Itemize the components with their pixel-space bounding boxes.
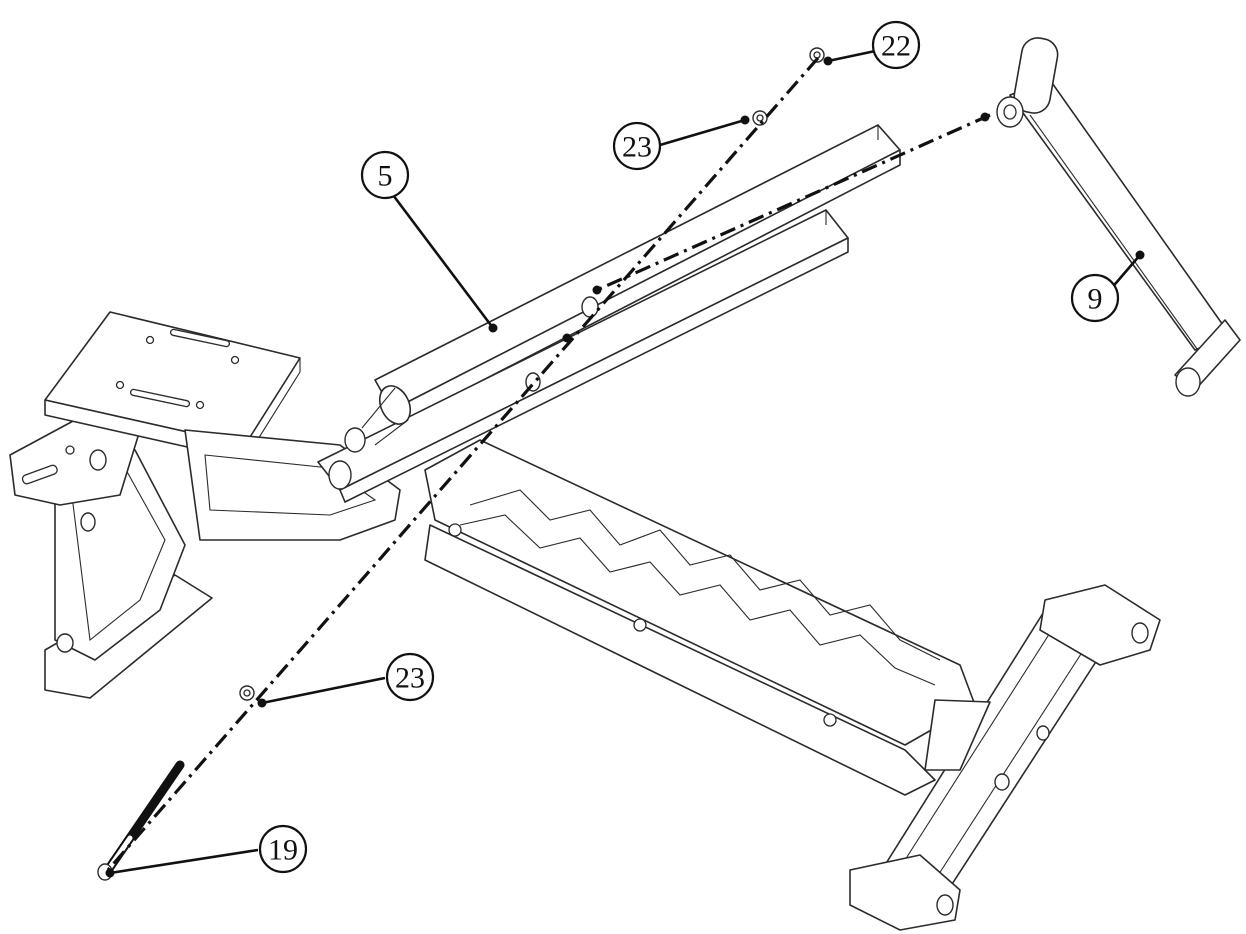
callout-22: 22 [871,20,921,70]
roller-axis-line [596,113,991,292]
front-stabilizer-tube [849,584,1161,931]
callout-22-label: 22 [881,30,911,63]
bolt-axis-line [106,56,820,872]
callout-19: 19 [258,824,308,874]
callout-9-label: 9 [1088,283,1103,316]
leader-lines [105,48,1145,878]
callout-23-bottom: 23 [385,652,435,702]
seat-mount-assembly [9,311,401,699]
callout-9: 9 [1070,273,1120,323]
callout-23-top: 23 [612,121,662,171]
assembly-axes [106,56,991,872]
callout-23-bottom-label: 23 [395,662,425,695]
callout-5: 5 [360,150,410,200]
callout-19-label: 19 [268,834,298,867]
backrest-rail-part-5 [317,124,901,503]
adjustment-ladder [424,439,976,796]
leg-roller-bar-part-9 [996,37,1241,397]
callout-5-label: 5 [378,160,393,193]
callout-23-top-label: 23 [622,131,652,164]
